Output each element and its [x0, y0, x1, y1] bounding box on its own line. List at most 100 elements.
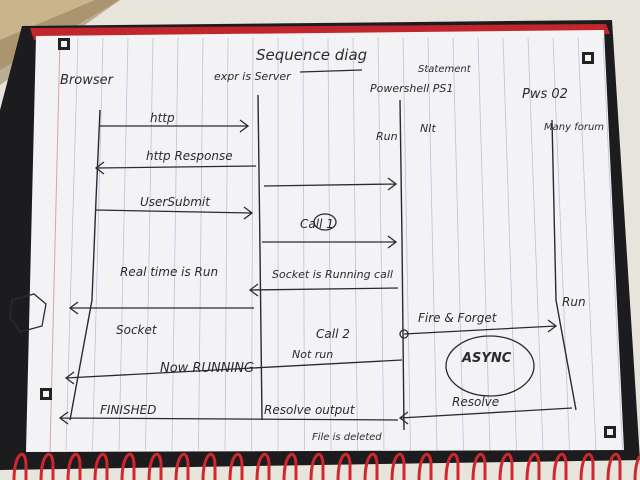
lifeline-express — [257, 94, 263, 421]
msg-resolve2: Resolve — [452, 395, 499, 409]
arrow-http — [100, 119, 250, 133]
ruled-line — [92, 37, 104, 451]
statement-label: Statement — [418, 64, 472, 75]
msg-call1: Call 1 — [300, 217, 334, 231]
arrow-fire-forget — [403, 319, 558, 335]
run-right-label: Run — [562, 295, 586, 309]
msg-call2: Call 2 — [316, 327, 350, 341]
arrow-user-submit — [95, 206, 254, 220]
message-arrows — [9, 69, 573, 425]
ruled-line — [352, 37, 358, 451]
spiral-ring — [417, 452, 433, 480]
msg-user-submit: UserSubmit — [140, 195, 211, 209]
ruled-lines — [65, 37, 623, 451]
ruled-line — [171, 37, 179, 451]
spiral-ring — [363, 452, 379, 480]
msg-http-response: http Response — [146, 149, 233, 163]
ruled-line — [577, 37, 597, 451]
ruled-line — [145, 37, 154, 451]
ruled-line — [224, 37, 229, 451]
spiral-ring — [282, 452, 298, 480]
arrow-realtime — [68, 301, 254, 315]
margin-line — [49, 37, 61, 453]
lifeline-pws2 — [551, 119, 577, 411]
arrow-call1 — [262, 235, 398, 249]
ruled-line — [302, 37, 305, 451]
spiral-binding — [12, 452, 640, 480]
msg-realtime: Real time is Run — [120, 265, 218, 279]
spiral-ring — [201, 452, 217, 480]
pws2-label: Pws 02 — [522, 87, 568, 102]
spiral-ring — [66, 452, 82, 480]
title-underline — [299, 69, 363, 73]
arrow-statement — [263, 177, 398, 191]
msg-socket-running: Socket is Running call — [272, 268, 393, 281]
ruled-line — [427, 37, 438, 451]
arrow-now-running — [64, 359, 403, 385]
lifeline-powershell — [399, 99, 405, 431]
ruled-line — [452, 37, 464, 451]
run-left-label: Run — [376, 130, 398, 143]
arrow-finished — [58, 411, 399, 425]
powershell-label: Powershell PS1 — [370, 82, 453, 95]
arrow-resolve — [398, 407, 573, 425]
spiral-ring — [12, 452, 28, 480]
msg-http: http — [150, 111, 175, 125]
msg-fire-forget: Fire & Forget — [418, 311, 498, 325]
ruled-line — [477, 37, 491, 451]
spiral-ring — [498, 452, 514, 480]
corner-markers — [40, 38, 616, 438]
spiral-ring — [39, 452, 55, 480]
ruled-line — [251, 37, 254, 451]
arrow-http-response — [94, 161, 257, 175]
title-text: Sequence diag — [256, 46, 367, 64]
spiral-ring — [255, 452, 271, 480]
spiral-ring — [552, 452, 568, 480]
arrow-socket-running — [248, 283, 399, 297]
spiral-ring — [336, 452, 352, 480]
spiral-ring — [228, 452, 244, 480]
spiral-ring — [606, 452, 622, 480]
paper-page — [26, 30, 624, 452]
browser-label: Browser — [60, 73, 115, 88]
msg-socket: Socket — [116, 323, 158, 337]
nit-label: NIt — [420, 122, 436, 135]
spiral-ring — [471, 452, 487, 480]
spiral-ring — [120, 452, 136, 480]
call1-circle — [313, 213, 337, 231]
spiral-ring — [147, 452, 163, 480]
express-label: expr is Server — [214, 70, 292, 83]
async-circle — [445, 335, 535, 397]
msg-not-run: Not run — [292, 348, 333, 361]
fork-dot — [399, 329, 409, 339]
ruled-line — [65, 37, 79, 451]
spiral-ring — [93, 452, 109, 480]
msg-resolve: Resolve output — [264, 403, 356, 417]
ruled-line — [602, 37, 623, 451]
ruled-line — [402, 37, 411, 451]
spiral-ring — [390, 452, 406, 480]
spiral-ring — [444, 452, 460, 480]
ruled-line — [327, 37, 332, 451]
spiral-ring — [309, 452, 325, 480]
scribble-box — [9, 293, 47, 333]
msg-file-deleted: File is deleted — [312, 432, 382, 443]
ruled-line — [552, 37, 570, 451]
msg-now-running: Now RUNNING — [160, 361, 254, 376]
ruled-line — [118, 37, 129, 451]
pws2-sub-label: Many forum — [544, 122, 604, 133]
spiral-ring — [174, 452, 190, 480]
msg-finished: FINISHED — [100, 403, 156, 417]
lifeline-browser — [69, 109, 101, 421]
spiral-ring — [579, 452, 595, 480]
msg-async: ASYNC — [461, 351, 512, 366]
ruled-line — [377, 37, 385, 451]
ruled-line — [502, 37, 517, 451]
handwriting: Sequence diag Browser expr is Server Pow… — [60, 46, 604, 443]
spiral-ring — [525, 452, 541, 480]
ruled-line — [198, 37, 204, 451]
lifelines — [69, 94, 577, 431]
ruled-line — [527, 37, 544, 451]
